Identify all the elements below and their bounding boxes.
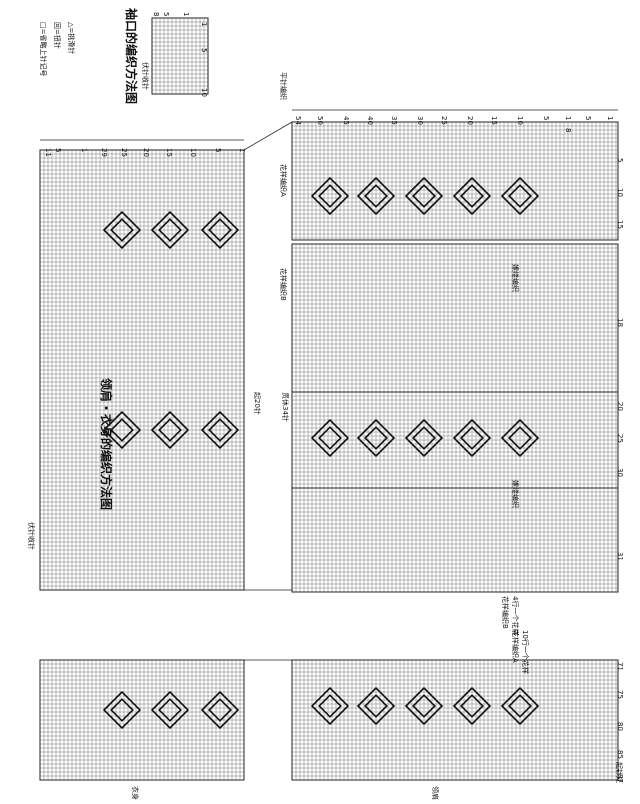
row-num: 80	[616, 722, 624, 731]
legend-item-0: □=省略上针记号	[39, 22, 47, 77]
row-num: 18	[616, 318, 624, 327]
col-num: 40	[366, 116, 374, 125]
col-num: 10	[516, 116, 524, 125]
lace-motif	[200, 210, 240, 250]
right-chart-top	[291, 121, 619, 241]
sleeve-num: 10	[200, 88, 208, 97]
lace-motif	[102, 690, 142, 730]
lace-motif	[404, 176, 444, 216]
lace-motif	[150, 410, 190, 450]
lace-motif	[200, 690, 240, 730]
row-num: 5	[616, 158, 624, 163]
lace-motif	[500, 176, 540, 216]
sleeve-num: 5	[200, 48, 208, 53]
col-num: 25	[440, 116, 448, 125]
col-num: 25	[120, 148, 128, 157]
label-yi-shen: 衣身	[131, 786, 139, 800]
col-num: 45	[342, 116, 350, 125]
lace-motif	[150, 210, 190, 250]
col-num: 5	[542, 116, 550, 121]
col-num: 5	[54, 148, 62, 153]
row-num: 25	[616, 434, 624, 443]
lace-motif	[310, 176, 350, 216]
row-num: 71	[616, 662, 624, 671]
right-chart-bottom	[291, 659, 619, 781]
lace-motif	[404, 418, 444, 458]
col-num: 15	[490, 116, 498, 125]
lace-motif	[356, 418, 396, 458]
lace-motif	[452, 418, 492, 458]
label-fu-zhen-sleeve: 伏针收针	[141, 62, 149, 90]
row-num: 87	[616, 774, 624, 783]
label-pattern-b: 花样编织B	[279, 268, 287, 301]
lace-motif	[356, 176, 396, 216]
row-num: 10	[616, 188, 624, 197]
row-num: 15	[616, 220, 624, 229]
lace-motif	[500, 418, 540, 458]
row-num: 31	[616, 552, 624, 561]
col-num: 1	[606, 116, 614, 121]
col-num: 50	[316, 116, 324, 125]
left-chart-lower	[39, 659, 245, 781]
lace-motif	[310, 686, 350, 726]
col-num: 11	[44, 148, 52, 157]
lace-motif	[404, 686, 444, 726]
col-num: 20	[142, 148, 150, 157]
sleeve-num: 8	[152, 12, 160, 17]
label-pattern-a-10b: 花样编织A	[511, 630, 519, 663]
lace-motif	[200, 410, 240, 450]
lace-motif	[102, 410, 142, 450]
sleeve-chart-title: 袖口的编织方法图	[124, 8, 138, 105]
lace-motif	[150, 690, 190, 730]
lace-motif	[102, 210, 142, 250]
label-guan-34: 贯休34针	[281, 392, 289, 422]
label-shan-xi-2: 嫘缕编织	[511, 480, 519, 508]
col-num: 1	[238, 148, 246, 153]
row-num: 30	[616, 468, 624, 477]
label-fu-zhen-shou-zhen: 伏针收针	[27, 522, 35, 550]
right-chart-upper-triangle	[291, 243, 619, 393]
sleeve-num: 5	[162, 12, 170, 17]
legend-item-2: △=挑滑针	[67, 22, 75, 55]
lace-motif	[356, 686, 396, 726]
col-num: 8	[564, 128, 572, 133]
col-num: 1	[564, 116, 572, 121]
label-ling-jian: 领肩	[431, 786, 439, 800]
col-num: 20	[466, 116, 474, 125]
col-num: 54	[294, 116, 302, 125]
main-chart-title: 领肩・衣身的编织方法图	[99, 378, 113, 511]
sleeve-grid	[151, 17, 209, 95]
sleeve-num: 1	[182, 12, 190, 17]
row-num: 20	[616, 402, 624, 411]
label-pattern-a: 花样编织A	[279, 164, 287, 197]
row-num: 75	[616, 690, 624, 699]
col-num: 10	[189, 148, 197, 157]
col-num: 5	[214, 148, 222, 153]
col-num: 5	[584, 116, 592, 121]
legend-item-1: 回=扭针	[53, 22, 61, 49]
lace-motif	[452, 176, 492, 216]
row-num: 85	[616, 750, 624, 759]
label-ping-zhen: 平针编织	[279, 72, 287, 100]
col-num: 1	[80, 148, 88, 153]
lace-motif	[500, 686, 540, 726]
col-num: 15	[165, 148, 173, 157]
left-chart-upper	[39, 149, 245, 591]
col-num: 35	[390, 116, 398, 125]
label-qi-20: 起20针	[253, 392, 261, 415]
label-pattern-b-4b: 花样编织B	[501, 596, 509, 629]
label-shan-xi-1: 嫘缕编织	[511, 264, 519, 292]
connector-lines	[40, 109, 618, 661]
lace-motif	[310, 418, 350, 458]
right-chart-lower-triangle	[291, 487, 619, 593]
lace-motif	[452, 686, 492, 726]
label-pattern-a-10: 10行一个花样	[521, 630, 529, 674]
sleeve-num: 1	[200, 22, 208, 27]
col-num: 30	[416, 116, 424, 125]
col-num: 29	[100, 148, 108, 157]
